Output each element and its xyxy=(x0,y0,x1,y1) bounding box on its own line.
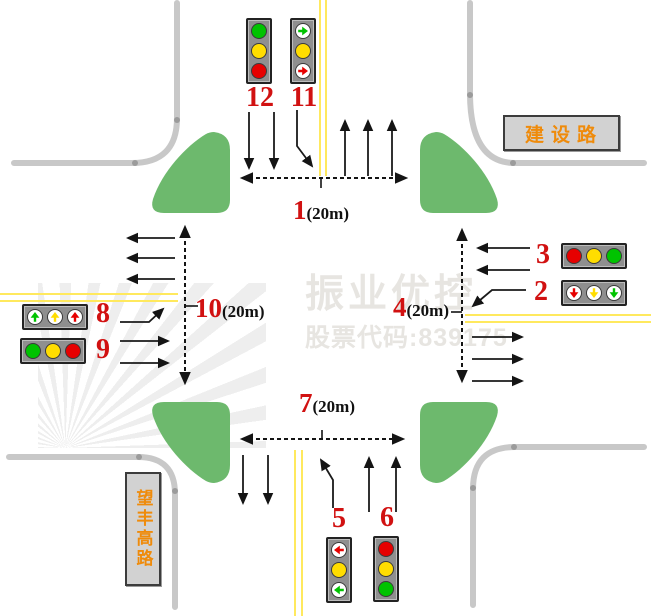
curb-dots xyxy=(132,92,517,494)
yellow-up-arrow-light xyxy=(47,309,63,325)
yellow-light xyxy=(378,561,394,577)
measure-distance: (20m) xyxy=(306,204,349,223)
measure-label-west: 10(20m) xyxy=(195,295,264,322)
yellow-down-arrow-light xyxy=(586,285,602,301)
yellow-light xyxy=(251,43,267,59)
signal-label-3: 3 xyxy=(536,239,550,270)
red-light xyxy=(251,63,267,79)
road-sign-jianshe-road: 建设路 xyxy=(503,115,620,151)
green-right-arrow-light xyxy=(295,23,311,39)
green-light xyxy=(378,581,394,597)
green-light xyxy=(251,23,267,39)
signal-head-5 xyxy=(326,537,352,603)
red-left-arrow-light xyxy=(331,542,347,558)
measure-label-east: 4(20m) xyxy=(393,294,449,321)
watermark-stock-code: 股票代码:839175 xyxy=(305,324,508,352)
green-down-arrow-light xyxy=(606,285,622,301)
green-light xyxy=(25,343,41,359)
measure-label-south: 7(20m) xyxy=(299,390,355,417)
signal-label-8: 8 xyxy=(96,298,110,329)
measure-number: 4 xyxy=(393,292,407,322)
leader-signal-5 xyxy=(319,458,334,508)
measure-number: 1 xyxy=(293,195,307,225)
measure-label-north: 1(20m) xyxy=(293,197,349,224)
curb-top-left xyxy=(11,0,180,166)
corner-islands xyxy=(152,132,498,483)
green-left-arrow-light xyxy=(331,582,347,598)
yellow-light xyxy=(45,343,61,359)
signal-head-3 xyxy=(561,243,627,269)
signal-head-12 xyxy=(246,18,272,84)
signal-label-12: 12 xyxy=(246,82,274,113)
yellow-light xyxy=(331,562,347,578)
signal-label-6: 6 xyxy=(380,502,394,533)
curb-bottom-right xyxy=(470,444,647,608)
traffic-flow-arrows xyxy=(120,110,530,512)
signal-head-11 xyxy=(290,18,316,84)
measure-distance: (20m) xyxy=(222,302,265,321)
red-right-arrow-light xyxy=(295,63,311,79)
signal-label-5: 5 xyxy=(332,503,346,534)
road-sign-south-road: 望丰高路 xyxy=(125,472,161,586)
red-light xyxy=(65,343,81,359)
signal-head-2 xyxy=(561,280,627,306)
measure-distance: (20m) xyxy=(406,301,449,320)
island-top-right xyxy=(420,132,498,213)
yellow-light xyxy=(295,43,311,59)
red-light xyxy=(566,248,582,264)
island-bottom-left xyxy=(152,402,230,483)
watermark-brand: 振业优控 xyxy=(305,273,477,316)
signal-head-8 xyxy=(22,304,88,330)
measure-number: 7 xyxy=(299,388,313,418)
green-light xyxy=(606,248,622,264)
crosswalk-measures xyxy=(179,172,468,445)
watermark-text: 振业优控 股票代码:839175 xyxy=(305,273,508,352)
island-top-left xyxy=(152,132,230,213)
green-up-arrow-light xyxy=(27,309,43,325)
measure-ticks xyxy=(185,178,462,439)
measure-distance: (20m) xyxy=(312,397,355,416)
signal-label-9: 9 xyxy=(96,334,110,365)
signal-label-11: 11 xyxy=(290,82,318,113)
red-light xyxy=(378,541,394,557)
leader-signal-8 xyxy=(120,307,165,323)
yellow-light xyxy=(586,248,602,264)
measure-number: 10 xyxy=(195,293,222,323)
island-bottom-right xyxy=(420,402,498,483)
red-up-arrow-light xyxy=(67,309,83,325)
signal-head-6 xyxy=(373,536,399,602)
signal-head-9 xyxy=(20,338,86,364)
leader-signal-11 xyxy=(296,110,314,168)
signal-label-2: 2 xyxy=(534,276,548,307)
red-down-arrow-light xyxy=(566,285,582,301)
leader-signal-2 xyxy=(471,289,526,308)
